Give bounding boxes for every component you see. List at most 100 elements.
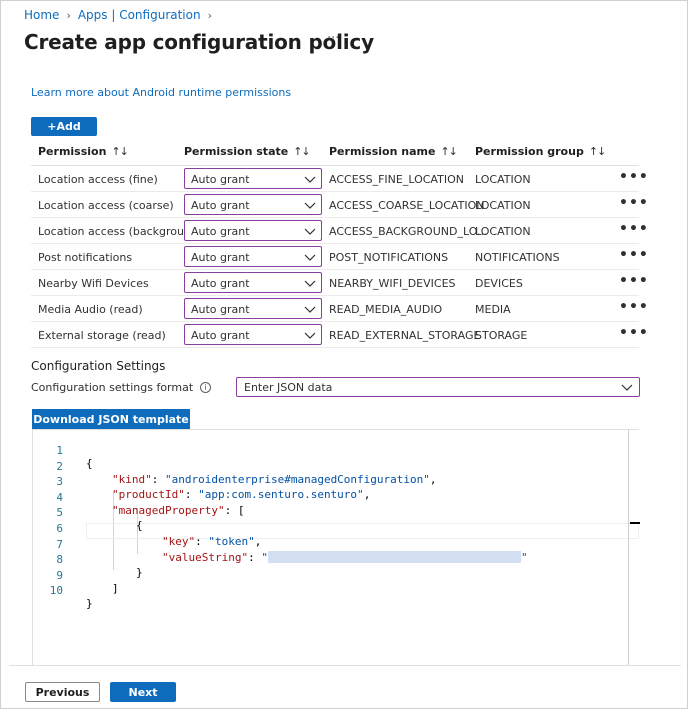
sort-icon[interactable]: ↑↓	[588, 145, 606, 158]
colon: :	[248, 550, 262, 564]
redacted-token-value	[267, 550, 521, 563]
chevron-right-icon: ›	[207, 8, 212, 22]
brace: }	[86, 597, 93, 611]
current-line-highlight	[86, 523, 639, 539]
dropdown-value: Auto grant	[191, 199, 250, 212]
more-icon[interactable]: •••	[619, 169, 649, 185]
column-permission-state[interactable]: Permission state ↑↓	[184, 145, 311, 158]
permission-state-dropdown[interactable]: Auto grant	[184, 272, 322, 293]
code-line: 3 "productId": "app:com.senturo.senturo"…	[33, 462, 633, 501]
table-row: Location access (fine) Auto grant ACCESS…	[31, 166, 648, 192]
json-string: "token"	[208, 535, 255, 548]
dropdown-value: Auto grant	[191, 277, 250, 290]
line-number: 8	[56, 553, 63, 567]
column-label: Permission name	[329, 145, 436, 158]
permission-name: POST_NOTIFICATIONS	[329, 251, 449, 264]
learn-more-link[interactable]: Learn more about Android runtime permiss…	[31, 86, 292, 99]
code-line: 4 "managedProperty": [	[33, 478, 633, 517]
permission-name: NEARBY_WIFI_DEVICES	[329, 277, 456, 290]
code-text: "key": "token",	[162, 535, 261, 548]
code-line: 6 "key": "token",	[33, 509, 633, 548]
line-number: 5	[56, 506, 63, 520]
permission-state-dropdown[interactable]: Auto grant	[184, 324, 322, 345]
column-permission[interactable]: Permission ↑↓	[38, 145, 129, 158]
more-icon[interactable]: •••	[619, 299, 649, 315]
code-text: }	[136, 566, 143, 579]
line-number: 2	[56, 459, 63, 473]
more-icon[interactable]: •••	[619, 221, 649, 237]
json-editor[interactable]: 1 { 2 "kind": "androidenterprise#managed…	[32, 429, 640, 666]
code-line: 2 "kind": "androidenterprise#managedConf…	[33, 447, 633, 486]
permission-group: MEDIA	[475, 303, 511, 316]
dropdown-value: Auto grant	[191, 329, 250, 342]
more-icon[interactable]: •••	[619, 325, 649, 341]
more-options-icon[interactable]: ···	[327, 31, 340, 46]
dropdown-value: Enter JSON data	[244, 381, 333, 394]
previous-button[interactable]: Previous	[25, 682, 100, 702]
comma: ,	[363, 488, 371, 502]
permission-label: Location access (coarse)	[38, 199, 174, 212]
more-icon[interactable]: •••	[619, 195, 649, 211]
brace: }	[136, 566, 143, 580]
permission-label: External storage (read)	[38, 329, 166, 342]
permission-label: Nearby Wifi Devices	[38, 277, 149, 290]
permissions-table-header: Permission ↑↓ Permission state ↑↓ Permis…	[31, 141, 639, 166]
line-number: 6	[56, 522, 63, 535]
permission-state-dropdown[interactable]: Auto grant	[184, 246, 322, 267]
download-json-template-button[interactable]: Download JSON template	[32, 409, 190, 429]
permission-state-dropdown[interactable]: Auto grant	[184, 168, 322, 189]
more-icon[interactable]: •••	[619, 273, 649, 289]
line-number: 3	[56, 475, 63, 489]
json-string: "app:com.senturo.senturo"	[198, 488, 364, 502]
permission-state-dropdown[interactable]: Auto grant	[184, 194, 322, 215]
sort-icon[interactable]: ↑↓	[293, 145, 310, 158]
permission-group: LOCATION	[475, 225, 531, 238]
footer-divider	[9, 665, 681, 666]
permission-name: ACCESS_BACKGROUND_LO...	[329, 225, 488, 238]
json-key: "key"	[162, 535, 196, 548]
configuration-format-label: Configuration settings format i	[31, 381, 212, 394]
add-button[interactable]: +Add	[31, 117, 97, 136]
code-text: {	[86, 457, 93, 470]
configuration-format-dropdown[interactable]: Enter JSON data	[236, 377, 640, 397]
code-text: }	[86, 597, 93, 610]
chevron-down-icon	[304, 306, 316, 313]
table-row: Location access (coarse) Auto grant ACCE…	[31, 192, 648, 218]
permission-group: LOCATION	[475, 199, 531, 212]
colon: :	[151, 472, 165, 486]
code-text: "managedProperty": [	[112, 504, 244, 517]
line-number: 10	[49, 584, 63, 598]
json-key: "kind"	[112, 472, 152, 486]
colon: :	[195, 535, 209, 548]
line-number: 9	[56, 568, 63, 582]
chevron-down-icon	[304, 228, 316, 235]
colon: :	[224, 503, 238, 517]
column-permission-group[interactable]: Permission group ↑↓	[475, 145, 606, 158]
next-button[interactable]: Next	[110, 682, 176, 702]
permission-label: Location access (fine)	[38, 173, 158, 186]
permission-state-dropdown[interactable]: Auto grant	[184, 220, 322, 241]
sort-icon[interactable]: ↑↓	[111, 145, 128, 158]
line-number: 4	[56, 490, 63, 504]
editor-scrollbar[interactable]	[628, 430, 629, 666]
more-icon[interactable]: •••	[619, 247, 649, 263]
dropdown-value: Auto grant	[191, 225, 250, 238]
json-string: "androidenterprise#managedConfiguration"	[165, 472, 430, 486]
info-icon[interactable]: i	[200, 382, 212, 393]
permission-label: Post notifications	[38, 251, 133, 264]
json-string-quote: "	[261, 550, 268, 564]
chevron-right-icon: ›	[66, 8, 71, 22]
permission-state-dropdown[interactable]: Auto grant	[184, 298, 322, 319]
breadcrumb: Home › Apps | Configuration ›	[24, 8, 219, 22]
code-text: {	[136, 519, 143, 532]
json-string-quote: "	[520, 550, 528, 564]
code-line: 9 ]	[33, 556, 633, 595]
column-permission-name[interactable]: Permission name ↑↓	[329, 145, 458, 158]
table-row: Media Audio (read) Auto grant READ_MEDIA…	[31, 296, 648, 322]
breadcrumb-apps-configuration[interactable]: Apps | Configuration	[77, 8, 201, 22]
sort-icon[interactable]: ↑↓	[440, 145, 457, 158]
permission-group: DEVICES	[475, 277, 523, 290]
chevron-down-icon	[621, 384, 633, 391]
breadcrumb-home[interactable]: Home	[24, 8, 60, 22]
